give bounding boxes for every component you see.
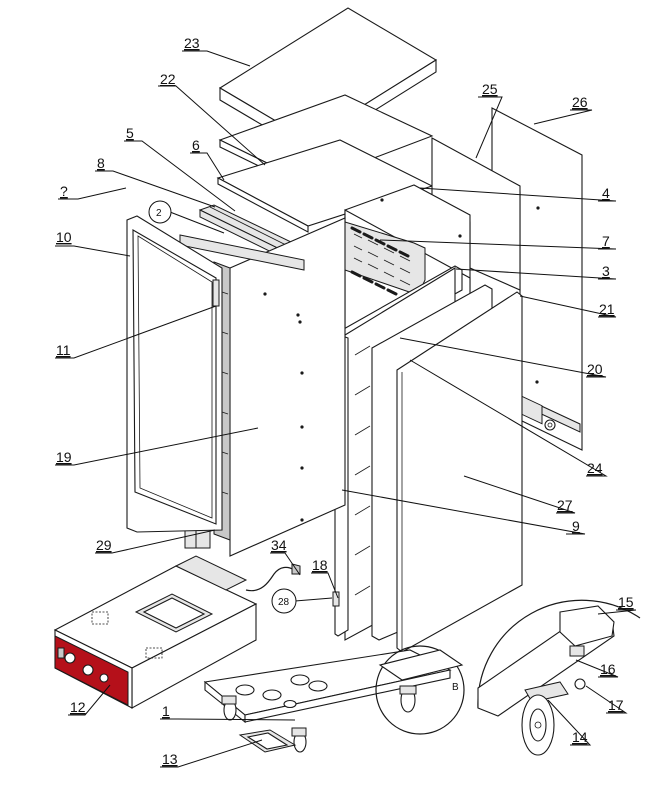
leader-lines xyxy=(55,50,637,768)
callout-14: 14 xyxy=(572,729,588,745)
top-plate xyxy=(216,139,434,233)
callout-3: 3 xyxy=(602,263,610,279)
callout-12: 12 xyxy=(70,699,86,715)
callout-11: 11 xyxy=(56,342,71,358)
enlarged-detail xyxy=(477,599,641,756)
callout-24: 24 xyxy=(587,460,603,476)
callout-27: 27 xyxy=(557,497,573,513)
circled-callout-2-text: 2 xyxy=(156,208,162,219)
side-panel-left xyxy=(229,217,346,557)
callout-22: 22 xyxy=(160,71,176,87)
callout-34: 34 xyxy=(271,537,287,553)
callout-4: 4 xyxy=(602,185,610,201)
callout-1: 1 xyxy=(162,703,170,719)
callout-20: 20 xyxy=(587,361,603,377)
vent-slots xyxy=(350,226,410,296)
detail-label: B xyxy=(452,682,459,693)
callout-19: 19 xyxy=(56,449,72,465)
callout-8: 8 xyxy=(97,155,105,171)
caster-front-left xyxy=(221,695,237,721)
callout-question: ? xyxy=(60,183,68,199)
callout-6: 6 xyxy=(192,137,200,153)
callout-26: 26 xyxy=(572,94,588,110)
control-knobs xyxy=(521,395,556,431)
circled-callout-28: 28 xyxy=(271,588,297,614)
callout-23: 23 xyxy=(184,35,200,51)
callout-9: 9 xyxy=(572,518,580,534)
callout-15: 15 xyxy=(618,594,634,610)
control-box xyxy=(53,555,301,709)
handle-13 xyxy=(238,729,297,753)
caster-front-right xyxy=(291,727,307,753)
callout-18: 18 xyxy=(312,557,328,573)
callout-16: 16 xyxy=(600,661,616,677)
callout-21: 21 xyxy=(599,301,615,317)
outer-door xyxy=(396,291,523,653)
callout-17: 17 xyxy=(608,697,624,713)
circled-callout-28-text: 28 xyxy=(278,597,290,608)
callout-25: 25 xyxy=(482,81,498,97)
callout-7: 7 xyxy=(602,233,610,249)
callout-5: 5 xyxy=(126,125,134,141)
callout-10: 10 xyxy=(56,229,72,245)
callout-13: 13 xyxy=(162,751,178,767)
caster-rear xyxy=(399,685,417,713)
glass-door xyxy=(126,215,223,533)
detail-b-circle: B xyxy=(375,645,465,735)
callout-labels: 23 22 5 6 8 ? 10 11 19 29 34 18 12 1 13 … xyxy=(56,35,634,767)
callout-29: 29 xyxy=(96,537,112,553)
circled-callout-2: 2 xyxy=(148,200,172,224)
